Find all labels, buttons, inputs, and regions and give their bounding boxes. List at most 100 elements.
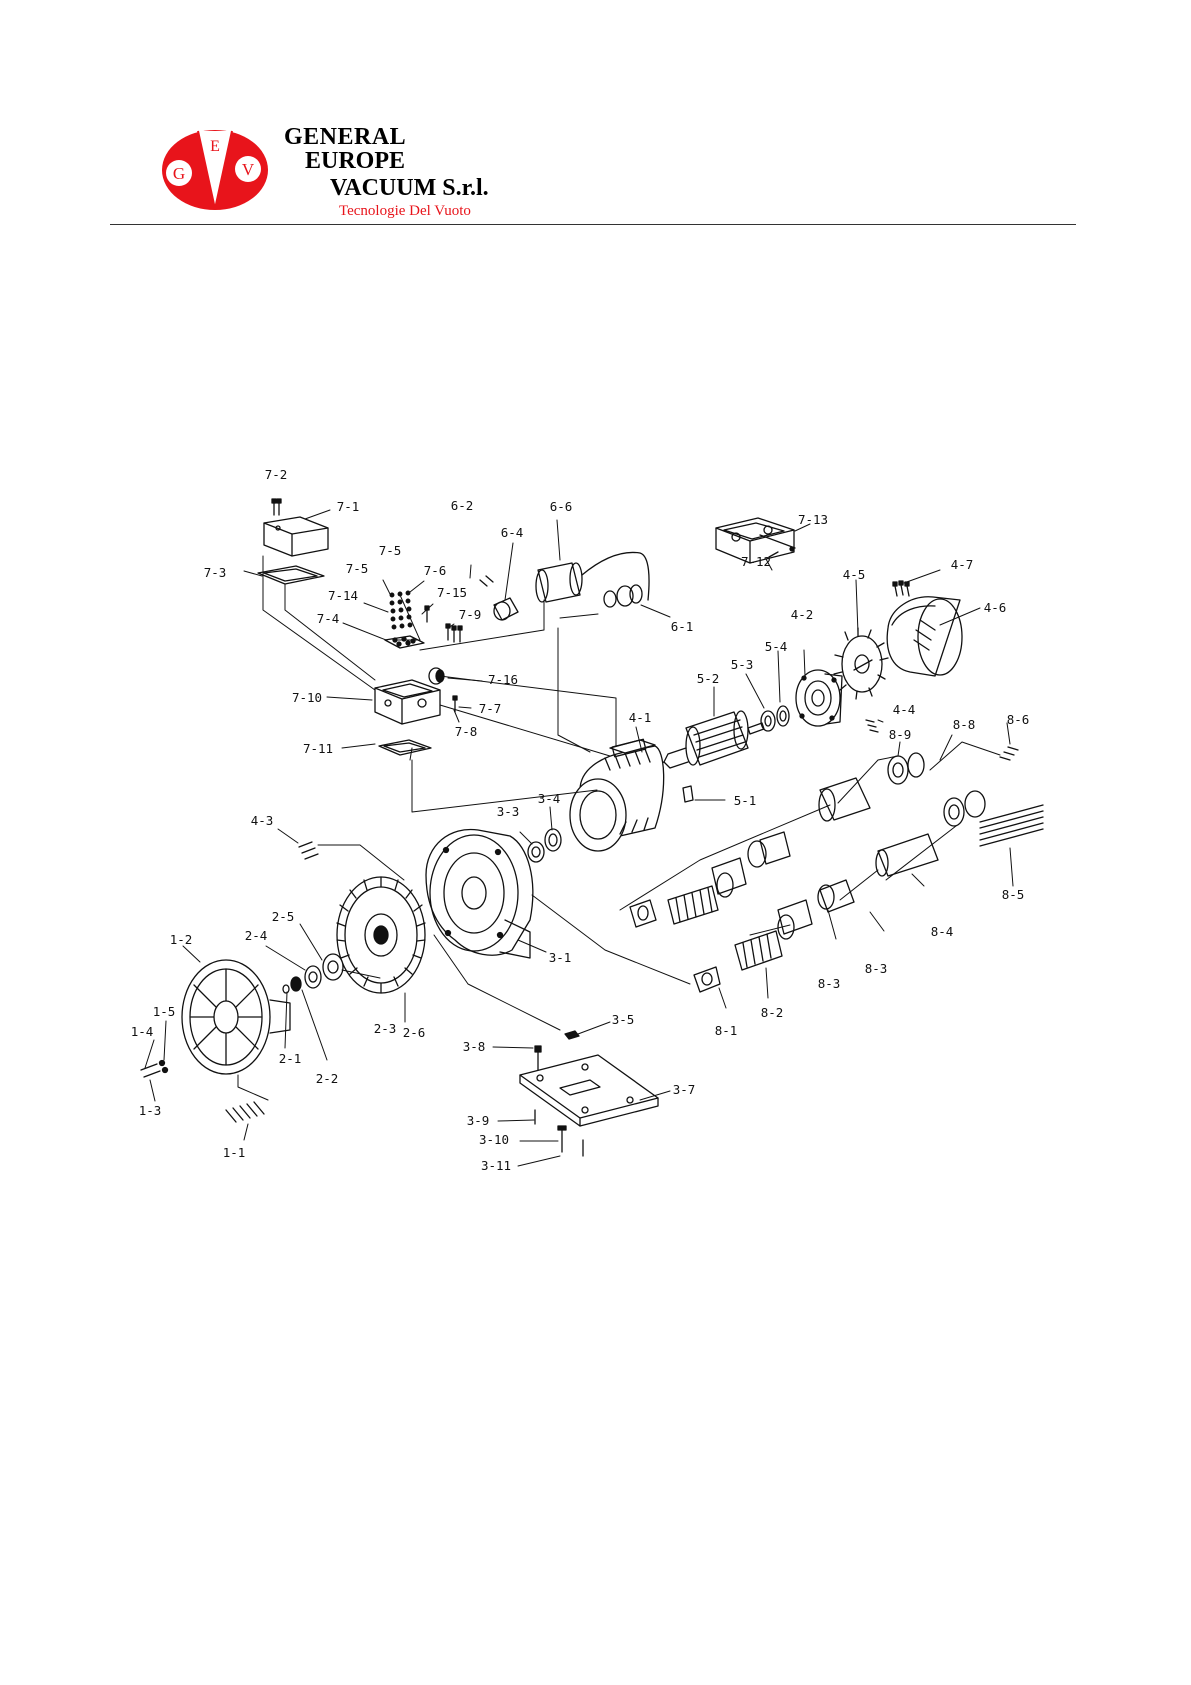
assembly-guide-lines bbox=[237, 555, 1001, 1101]
impeller-spacer bbox=[322, 953, 344, 981]
label-3-4: 3-4 bbox=[538, 791, 561, 806]
label-leader-lines bbox=[144, 509, 1014, 1167]
impeller-nut bbox=[290, 976, 302, 992]
housing-bearing bbox=[544, 828, 562, 852]
label-2-6: 2-6 bbox=[403, 1025, 426, 1040]
label-7-4: 7-4 bbox=[317, 611, 340, 626]
label-6-1: 6-1 bbox=[671, 619, 694, 634]
label-3-9: 3-9 bbox=[467, 1113, 490, 1128]
label-8-4: 8-4 bbox=[931, 924, 954, 939]
silencer-end-flanges bbox=[629, 899, 721, 993]
cover-screws bbox=[225, 1101, 265, 1123]
shaft-key bbox=[682, 785, 694, 803]
label-7-16: 7-16 bbox=[488, 672, 518, 687]
fan-cowl bbox=[886, 596, 963, 677]
label-5-2: 5-2 bbox=[697, 671, 720, 686]
terminal-board bbox=[384, 635, 425, 649]
brand-line-1: GENERAL bbox=[284, 124, 407, 150]
terminal-screws bbox=[271, 498, 282, 516]
label-7-13: 7-13 bbox=[798, 512, 828, 527]
short-screws bbox=[999, 746, 1019, 761]
label-6-6: 6-6 bbox=[550, 499, 573, 514]
label-2-1: 2-1 bbox=[279, 1051, 302, 1066]
label-7-15: 7-15 bbox=[437, 585, 467, 600]
cover-small-screws bbox=[140, 1059, 169, 1078]
capacitor-screws bbox=[479, 575, 494, 587]
label-8-3b: 8-3 bbox=[818, 976, 841, 991]
silencer-body-upper bbox=[818, 777, 871, 822]
silencer-foam-springs bbox=[667, 885, 783, 971]
wave-washer bbox=[776, 705, 790, 727]
label-4-6: 4-6 bbox=[984, 600, 1007, 615]
capacitor bbox=[535, 551, 650, 603]
label-4-4: 4-4 bbox=[893, 702, 916, 717]
rotor bbox=[649, 710, 765, 769]
logo-letter-e: E bbox=[210, 138, 220, 155]
terminal-box-cover bbox=[263, 516, 329, 557]
silencer-cartridges bbox=[711, 831, 855, 940]
label-7-6: 7-6 bbox=[424, 563, 447, 578]
bearing-end-cap bbox=[795, 669, 843, 727]
long-tie-rods bbox=[979, 804, 1044, 847]
label-1-2: 1-2 bbox=[170, 932, 193, 947]
silencer-gasket-upper bbox=[907, 752, 925, 778]
label-8-2: 8-2 bbox=[761, 1005, 784, 1020]
logo-letter-g: G bbox=[173, 164, 185, 183]
label-2-3: 2-3 bbox=[374, 1021, 397, 1036]
label-6-2: 6-2 bbox=[451, 498, 474, 513]
label-7-5: 7-5 bbox=[379, 543, 402, 558]
label-7-1: 7-1 bbox=[337, 499, 360, 514]
end-cap-screws bbox=[865, 719, 879, 733]
terminal-box-gasket-top bbox=[257, 565, 325, 585]
label-2-5: 2-5 bbox=[272, 909, 295, 924]
label-1-5: 1-5 bbox=[153, 1004, 176, 1019]
label-7-9: 7-9 bbox=[459, 607, 482, 622]
silencer-flange-lower bbox=[943, 790, 986, 827]
label-4-1: 4-1 bbox=[629, 710, 652, 725]
blower-cover bbox=[181, 959, 291, 1075]
rotor-bearing bbox=[760, 710, 776, 732]
terminal-box-base bbox=[374, 679, 441, 725]
impeller-lock-washer bbox=[282, 984, 290, 994]
gev-logo: G E V bbox=[162, 130, 268, 210]
impeller-washer bbox=[304, 965, 322, 989]
label-1-1: 1-1 bbox=[223, 1145, 246, 1160]
alt-terminal-box bbox=[715, 517, 796, 564]
cowl-screws bbox=[892, 580, 910, 597]
brand-line-2: EUROPE bbox=[305, 148, 406, 174]
label-2-2: 2-2 bbox=[316, 1071, 339, 1086]
label-8-5: 8-5 bbox=[1002, 887, 1025, 902]
label-2-4: 2-4 bbox=[245, 928, 268, 943]
header-divider bbox=[110, 224, 1076, 225]
label-3-7: 3-7 bbox=[673, 1082, 696, 1097]
label-3-3: 3-3 bbox=[497, 804, 520, 819]
label-5-4: 5-4 bbox=[765, 639, 788, 654]
label-7-11: 7-11 bbox=[303, 741, 333, 756]
base-plate bbox=[519, 1054, 659, 1127]
housing-screws bbox=[298, 841, 319, 860]
label-7-8: 7-8 bbox=[455, 724, 478, 739]
label-8-1: 8-1 bbox=[715, 1023, 738, 1038]
label-3-10: 3-10 bbox=[479, 1132, 509, 1147]
silencer-flange-upper bbox=[887, 755, 909, 785]
capacitor-bracket bbox=[493, 597, 519, 621]
blower-housing bbox=[425, 828, 534, 959]
label-7-10: 7-10 bbox=[292, 690, 322, 705]
terminal-studs bbox=[389, 590, 413, 630]
page-header: G E V GENERAL EUROPE VACUUM S.r.l. Tecno… bbox=[0, 0, 1191, 230]
brand-line-3: VACUUM S.r.l. bbox=[330, 175, 489, 201]
label-4-3: 4-3 bbox=[251, 813, 274, 828]
label-7-14: 7-14 bbox=[328, 588, 358, 603]
label-7-3: 7-3 bbox=[204, 565, 227, 580]
terminal-box-screws-right bbox=[424, 605, 463, 643]
label-1-4: 1-4 bbox=[131, 1024, 154, 1039]
label-7-2: 7-2 bbox=[265, 467, 288, 482]
label-4-7: 4-7 bbox=[951, 557, 974, 572]
label-3-5: 3-5 bbox=[612, 1012, 635, 1027]
label-5-1: 5-1 bbox=[734, 793, 757, 808]
label-7-7: 7-7 bbox=[479, 701, 502, 716]
label-6-4: 6-4 bbox=[501, 525, 524, 540]
label-4-2: 4-2 bbox=[791, 607, 814, 622]
part-labels: 7-2 7-1 7-3 7-5 7-5 7-6 7-14 7-15 7-4 7-… bbox=[131, 467, 1030, 1173]
label-5-3: 5-3 bbox=[731, 657, 754, 672]
